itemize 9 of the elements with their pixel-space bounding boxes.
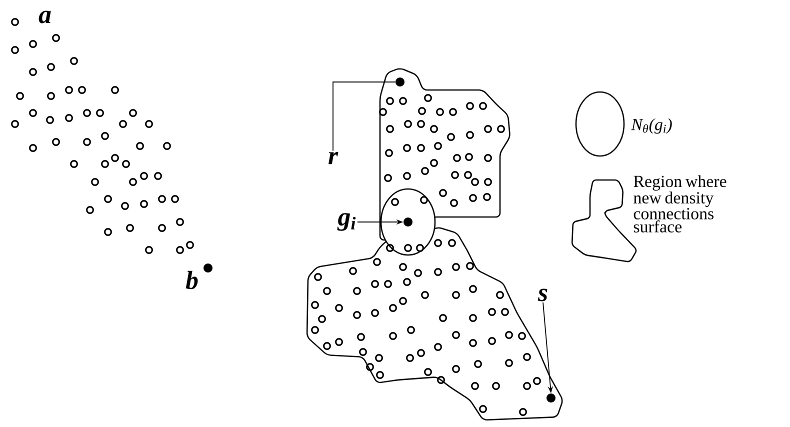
core-point	[396, 78, 404, 86]
point-label: b	[186, 270, 198, 290]
point-label: a	[38, 10, 51, 24]
legend-text: Region where new density connections surface	[634, 175, 726, 232]
point-label: g$_{i}$	[337, 213, 356, 231]
point-label: r	[328, 152, 338, 164]
point-label: s	[538, 288, 548, 302]
legend-text: N$_{θ}$(g$_{i}$)	[631, 118, 672, 134]
leader-line	[332, 82, 396, 152]
